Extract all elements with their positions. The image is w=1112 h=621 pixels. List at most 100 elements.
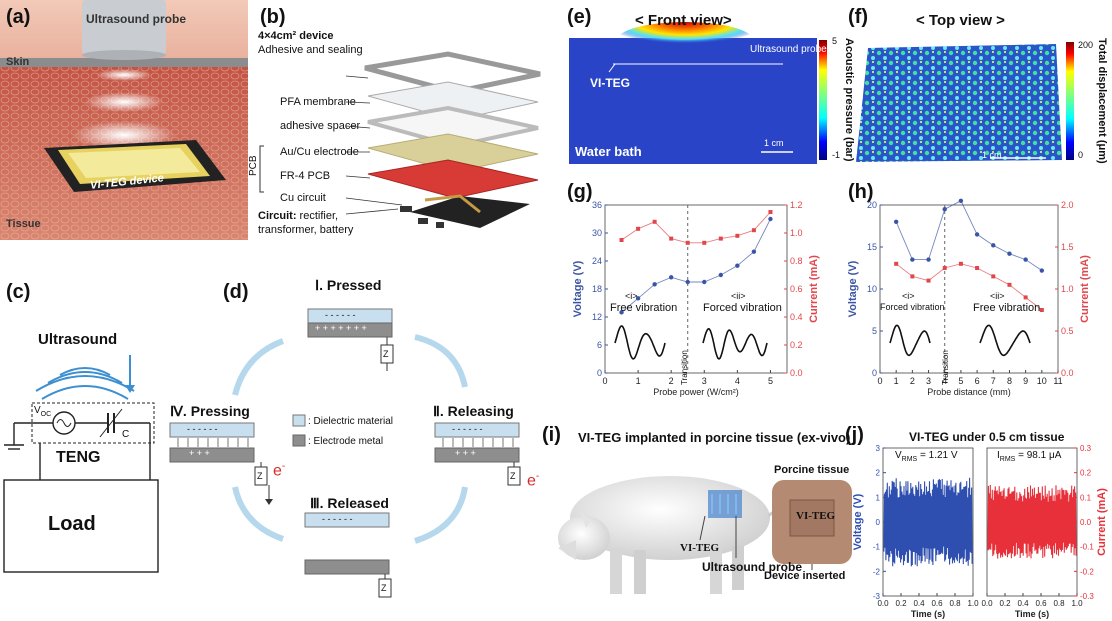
teng-label: TENG bbox=[56, 449, 101, 466]
y-tick-label: 0 bbox=[872, 368, 877, 378]
data-point-voltage bbox=[974, 232, 980, 237]
data-point-current bbox=[1039, 308, 1044, 312]
panel-a-illustration bbox=[0, 0, 248, 240]
data-point-current bbox=[685, 240, 690, 245]
data-point-voltage bbox=[926, 257, 931, 262]
layer-cu-circuit: Cu circuit bbox=[280, 192, 326, 204]
g-free-vibration: Free vibration bbox=[610, 302, 678, 314]
h-free-vibration: Free vibration bbox=[973, 302, 1041, 314]
g-forced-waveform bbox=[702, 327, 768, 360]
circuit-label: Circuit: rectifier, bbox=[258, 210, 339, 222]
data-point-current bbox=[735, 233, 740, 238]
pig-model bbox=[558, 476, 778, 594]
series-line-current bbox=[895, 263, 1043, 311]
pcb-bracket-label: PCB bbox=[248, 155, 259, 176]
tissue-label: Tissue bbox=[6, 218, 41, 230]
x-tick-label: 2 bbox=[910, 376, 915, 386]
teng-box bbox=[31, 402, 155, 444]
data-point-voltage bbox=[991, 243, 996, 248]
x-tick-label: 2 bbox=[669, 376, 674, 386]
pig-probe-label: Ultrasound probe bbox=[702, 560, 803, 574]
g-regime-i: <i> bbox=[625, 291, 638, 301]
x-tick-label: 0.4 bbox=[913, 599, 925, 608]
y-tick-label: -2 bbox=[873, 567, 881, 576]
y2-tick-label: 2.0 bbox=[1061, 200, 1074, 210]
g-free-waveform bbox=[614, 325, 666, 360]
impedance-z-1: Z bbox=[383, 349, 389, 359]
panel-i-label: (i) bbox=[542, 424, 561, 446]
data-point-current bbox=[768, 210, 773, 214]
x-axis-label: Time (s) bbox=[911, 609, 945, 619]
voc-label: VOC bbox=[34, 405, 52, 418]
signal-trace-j-voltage bbox=[883, 477, 973, 567]
x-tick-label: 5 bbox=[958, 376, 963, 386]
panel-e-label: (e) bbox=[567, 6, 592, 28]
exploded-view bbox=[259, 51, 541, 228]
data-point-current bbox=[926, 278, 931, 283]
y-tick-label: 1 bbox=[876, 493, 881, 502]
data-point-voltage bbox=[1039, 268, 1045, 273]
impedance-z-2: Z bbox=[510, 471, 516, 481]
y-tick-label: 18 bbox=[592, 284, 602, 294]
data-point-current bbox=[636, 226, 641, 231]
displacement-max: 200 bbox=[1078, 40, 1094, 50]
g-forced-vibration: Forced vibration bbox=[703, 302, 782, 314]
y2-tick-label: 0.5 bbox=[1061, 326, 1074, 336]
x-tick-label: 4 bbox=[735, 376, 740, 386]
state-releasing: Ⅱ. Releasing bbox=[433, 403, 514, 419]
x-tick-label: 1.0 bbox=[1071, 599, 1083, 608]
plot-frame bbox=[879, 204, 1059, 374]
x-tick-label: 0 bbox=[602, 376, 607, 386]
x-tick-label: 1 bbox=[894, 376, 899, 386]
y-tick-label: 24 bbox=[592, 256, 602, 266]
front-scale-label: 1 cm bbox=[764, 138, 784, 148]
legend-dielectric: : Dielectric material bbox=[308, 416, 394, 427]
series-line-voltage bbox=[895, 200, 1043, 271]
data-point-voltage bbox=[619, 310, 624, 315]
data-point-current bbox=[669, 236, 674, 241]
y2-tick-label: 0.8 bbox=[790, 256, 803, 266]
state-pressed: Ⅰ. Pressed bbox=[315, 277, 382, 293]
x-tick-label: 0.8 bbox=[949, 599, 961, 608]
panel-b: (b) 4×4cm² device Adhesive and sealing P… bbox=[248, 0, 550, 245]
y2-tick-label: 0.0 bbox=[1061, 368, 1074, 378]
panel-c-label: (c) bbox=[6, 281, 31, 303]
x-tick-label: 9 bbox=[1023, 376, 1028, 386]
data-point-voltage bbox=[718, 272, 724, 278]
panel-i: (i) VI-TEG implanted in porcine tissue (… bbox=[540, 420, 860, 620]
panel-f: (f) < Top view > 1 cm 200 0 Total displa… bbox=[840, 0, 1112, 170]
ultrasound-label: Ultrasound bbox=[38, 331, 118, 348]
teng-cycle-diagram bbox=[169, 308, 521, 598]
x-tick-label: 3 bbox=[702, 376, 707, 386]
y-tick-label: 0.1 bbox=[1080, 493, 1092, 502]
layer-electrode: Au/Cu electrode bbox=[280, 146, 359, 158]
data-point-current bbox=[652, 219, 657, 224]
top-view-title: < Top view > bbox=[916, 12, 1005, 29]
pressing-minus: - - - - - - bbox=[187, 424, 218, 434]
panel-j-label: (j) bbox=[845, 424, 864, 446]
y2-tick-label: 1.2 bbox=[790, 200, 803, 210]
x-tick-label: 4 bbox=[942, 376, 947, 386]
displacement-axis-label: Total displacement (μm) bbox=[1096, 38, 1108, 164]
g-regime-ii: <ii> bbox=[731, 291, 746, 301]
panel-d: (d) Ⅰ. Pressed Ⅱ. Releasing Ⅲ. Released … bbox=[165, 275, 550, 620]
plot-frame bbox=[604, 204, 788, 374]
y-axis-label: Voltage (V) bbox=[852, 493, 864, 550]
irms-readout: IRMS = 98.1 μA bbox=[997, 450, 1062, 463]
panel-g-label: (g) bbox=[567, 181, 593, 203]
y2-axis-label: Current (mA) bbox=[1079, 255, 1091, 323]
y-tick-label: 12 bbox=[592, 312, 602, 322]
x-tick-label: 0.4 bbox=[1017, 599, 1029, 608]
panel-f-label: (f) bbox=[848, 6, 868, 28]
panel-e: (e) < Front view> Ultrasound probe VI-TE… bbox=[555, 0, 855, 170]
displacement-min: 0 bbox=[1078, 150, 1084, 160]
electron-releasing: e- bbox=[527, 471, 540, 490]
legend-electrode: : Electrode metal bbox=[308, 436, 384, 447]
pressing-plus: + + + bbox=[189, 448, 210, 458]
x-tick-label: 7 bbox=[991, 376, 996, 386]
signal-trace-j-current bbox=[987, 484, 1077, 559]
pressed-plus: + + + + + + + bbox=[315, 323, 367, 333]
data-point-current bbox=[975, 266, 980, 270]
h-forced-vibration: Forced vibration bbox=[880, 302, 945, 312]
